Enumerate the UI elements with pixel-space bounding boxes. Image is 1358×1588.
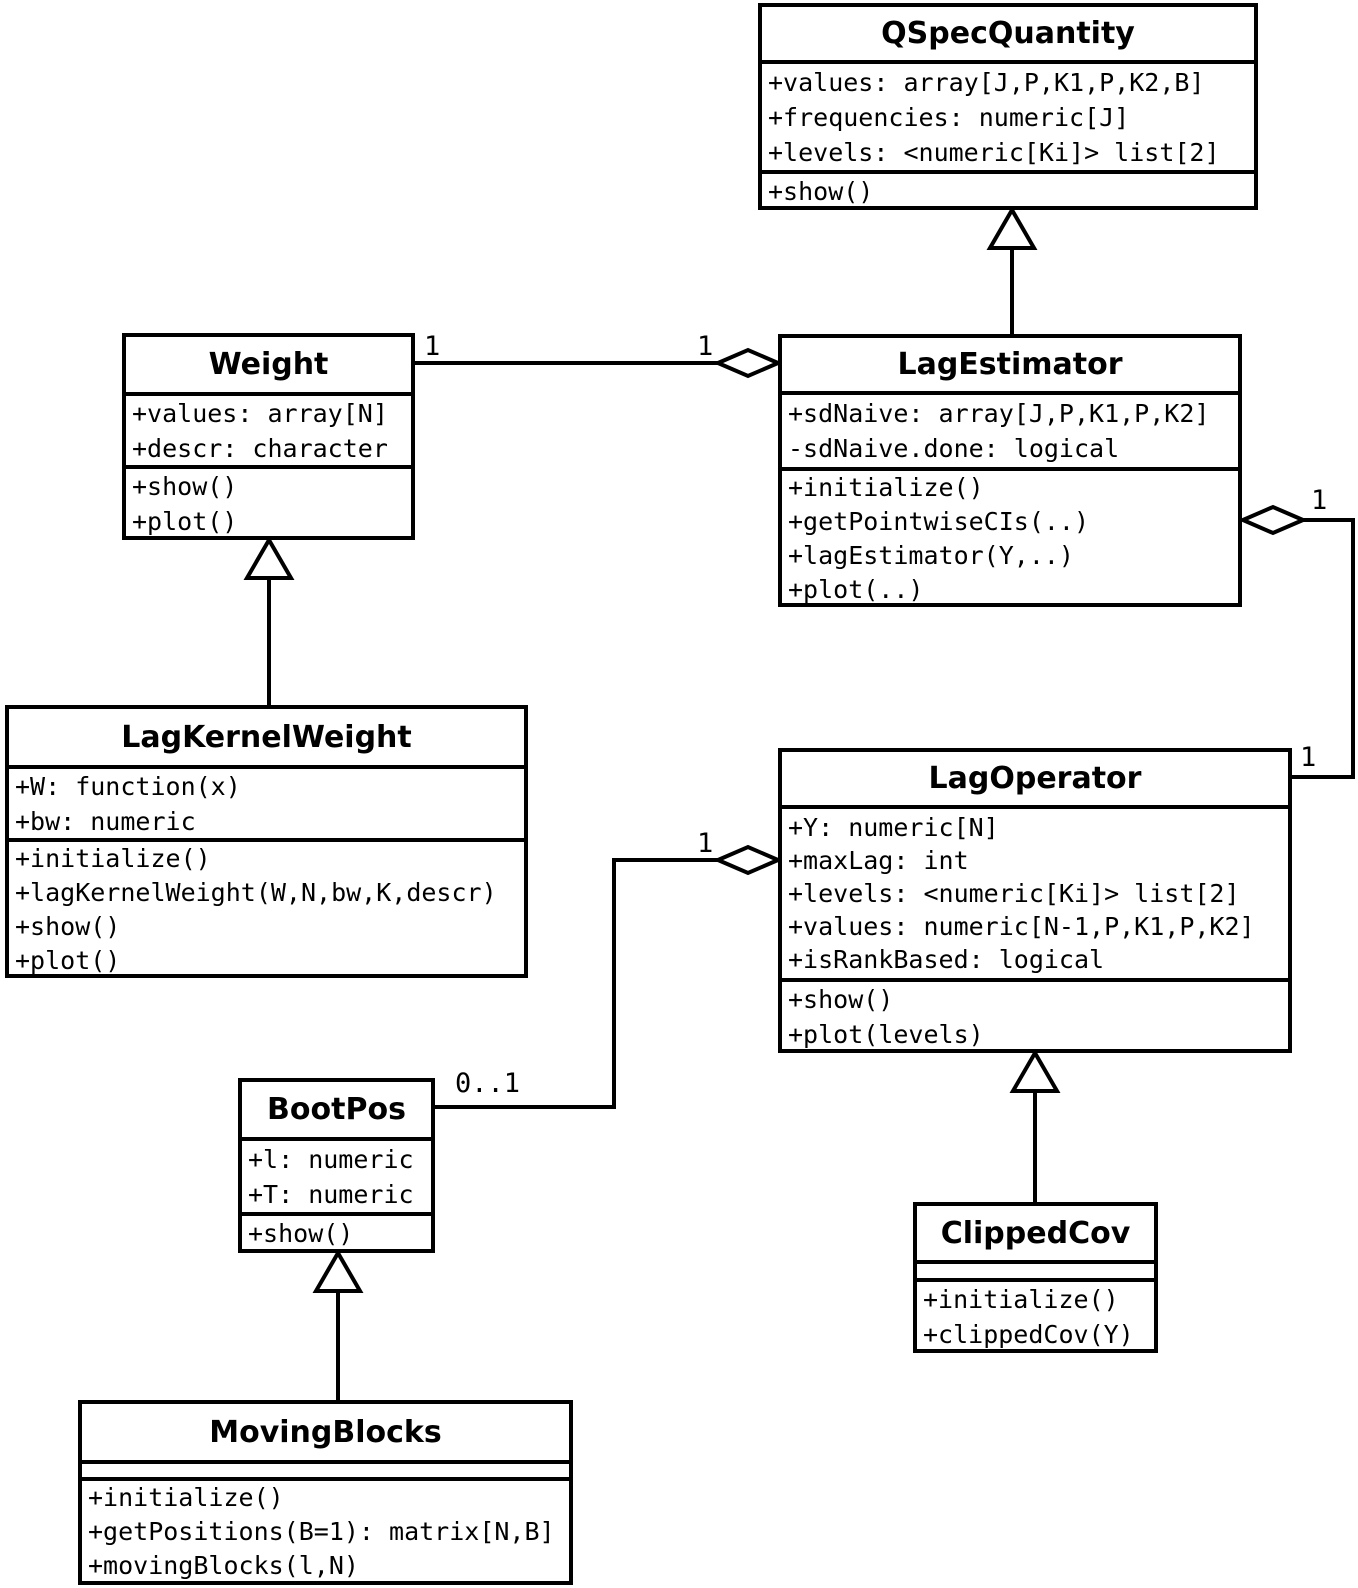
class-bootpos: BootPos +l: numeric +T: numeric +show() (238, 1078, 435, 1253)
method: +initialize() (788, 473, 984, 502)
class-lagoperator: LagOperator +Y: numeric[N] +maxLag: int … (778, 748, 1292, 1053)
attributes-compartment: +values: array[J,P,K1,P,K2,B] +frequenci… (762, 60, 1254, 170)
attribute: +values: numeric[N-1,P,K1,P,K2] (788, 912, 1255, 941)
attributes-compartment: +values: array[N] +descr: character (126, 392, 411, 465)
attribute: +Y: numeric[N] (788, 813, 999, 842)
methods-compartment: +show() +plot(levels) (782, 978, 1288, 1052)
connector-line (1033, 1091, 1037, 1202)
class-lagkernelweight: LagKernelWeight +W: function(x) +bw: num… (5, 705, 528, 978)
connector-line (1010, 246, 1014, 334)
method: +show() (248, 1219, 354, 1248)
connector-line (336, 1291, 340, 1400)
class-title: MovingBlocks (209, 1414, 442, 1450)
connector-line (267, 578, 271, 705)
attribute: +levels: <numeric[Ki]> list[2] (768, 137, 1220, 167)
class-movingblocks: MovingBlocks +initialize() +getPositions… (78, 1400, 573, 1585)
generalization-triangle-icon (986, 206, 1038, 250)
attribute: +sdNaive: array[J,P,K1,P,K2] (788, 399, 1210, 428)
method: +plot(..) (788, 575, 924, 604)
multiplicity-label: 1 (424, 331, 441, 362)
methods-compartment: +initialize() +getPositions(B=1): matrix… (82, 1477, 569, 1583)
attributes-compartment-empty (82, 1460, 569, 1477)
attribute: +levels: <numeric[Ki]> list[2] (788, 879, 1240, 908)
attributes-compartment-empty (917, 1260, 1154, 1278)
method: +clippedCov(Y) (923, 1320, 1134, 1349)
method: +show() (768, 177, 874, 206)
methods-compartment: +initialize() +clippedCov(Y) (917, 1278, 1154, 1352)
connector-line (1292, 775, 1355, 779)
methods-compartment: +initialize() +lagKernelWeight(W,N,bw,K,… (9, 838, 524, 978)
multiplicity-label: 0..1 (455, 1068, 521, 1099)
aggregation-diamond-icon (714, 844, 782, 876)
attribute: +values: array[J,P,K1,P,K2,B] (768, 67, 1205, 97)
multiplicity-label: 1 (697, 331, 714, 362)
connector-line (1351, 518, 1355, 779)
generalization-triangle-icon (312, 1249, 364, 1293)
generalization-triangle-icon (1009, 1049, 1061, 1093)
method: +plot(levels) (788, 1020, 984, 1049)
attribute: +bw: numeric (15, 806, 196, 836)
method: +getPointwiseCIs(..) (788, 507, 1090, 536)
connector-line (415, 361, 718, 365)
methods-compartment: +show() (242, 1212, 431, 1251)
class-qspecquantity: QSpecQuantity +values: array[J,P,K1,P,K2… (758, 3, 1258, 210)
multiplicity-label: 1 (697, 828, 714, 859)
attributes-compartment: +W: function(x) +bw: numeric (9, 765, 524, 838)
class-weight: Weight +values: array[N] +descr: charact… (122, 333, 415, 540)
class-title: ClippedCov (940, 1215, 1131, 1251)
aggregation-diamond-icon (1239, 504, 1307, 536)
method: +lagEstimator(Y,..) (788, 541, 1074, 570)
attributes-compartment: +sdNaive: array[J,P,K1,P,K2] -sdNaive.do… (782, 391, 1238, 467)
attribute: +frequencies: numeric[J] (768, 102, 1130, 132)
generalization-triangle-icon (243, 536, 295, 580)
method: +plot() (132, 507, 238, 536)
connector-line (1301, 518, 1355, 522)
class-title: LagEstimator (897, 347, 1123, 382)
attribute: +descr: character (132, 433, 388, 463)
methods-compartment: +show() +plot() (126, 465, 411, 539)
multiplicity-label: 1 (1300, 742, 1317, 773)
attribute: -sdNaive.done: logical (788, 434, 1120, 463)
class-clippedcov: ClippedCov +initialize() +clippedCov(Y) (913, 1202, 1158, 1353)
methods-compartment: +initialize() +getPointwiseCIs(..) +lagE… (782, 467, 1238, 607)
attribute: +maxLag: int (788, 846, 969, 875)
class-title: BootPos (267, 1092, 406, 1127)
method: +initialize() (15, 844, 211, 873)
connector-line (612, 858, 722, 862)
method: +initialize() (88, 1483, 284, 1512)
aggregation-diamond-icon (714, 347, 782, 379)
connector-line (612, 858, 616, 1109)
method: +show() (132, 472, 238, 501)
method: +initialize() (923, 1285, 1119, 1314)
method: +plot() (15, 946, 121, 975)
class-title: LagOperator (928, 761, 1142, 796)
attributes-compartment: +Y: numeric[N] +maxLag: int +levels: <nu… (782, 805, 1288, 978)
method: +getPositions(B=1): matrix[N,B] (88, 1517, 555, 1546)
class-lagestimator: LagEstimator +sdNaive: array[J,P,K1,P,K2… (778, 334, 1242, 607)
multiplicity-label: 1 (1311, 485, 1328, 516)
method: +show() (15, 912, 121, 941)
method: +lagKernelWeight(W,N,bw,K,descr) (15, 878, 497, 907)
class-title: LagKernelWeight (121, 719, 412, 755)
attribute: +isRankBased: logical (788, 945, 1105, 974)
connector-line (435, 1105, 616, 1109)
attribute: +T: numeric (248, 1179, 414, 1209)
attribute: +W: function(x) (15, 771, 241, 801)
method: +show() (788, 985, 894, 1014)
attributes-compartment: +l: numeric +T: numeric (242, 1137, 431, 1212)
attribute: +l: numeric (248, 1144, 414, 1174)
method: +movingBlocks(l,N) (88, 1551, 359, 1580)
methods-compartment: +show() (762, 170, 1254, 209)
class-title: Weight (208, 347, 329, 382)
class-title: QSpecQuantity (881, 16, 1135, 51)
attribute: +values: array[N] (132, 398, 388, 428)
